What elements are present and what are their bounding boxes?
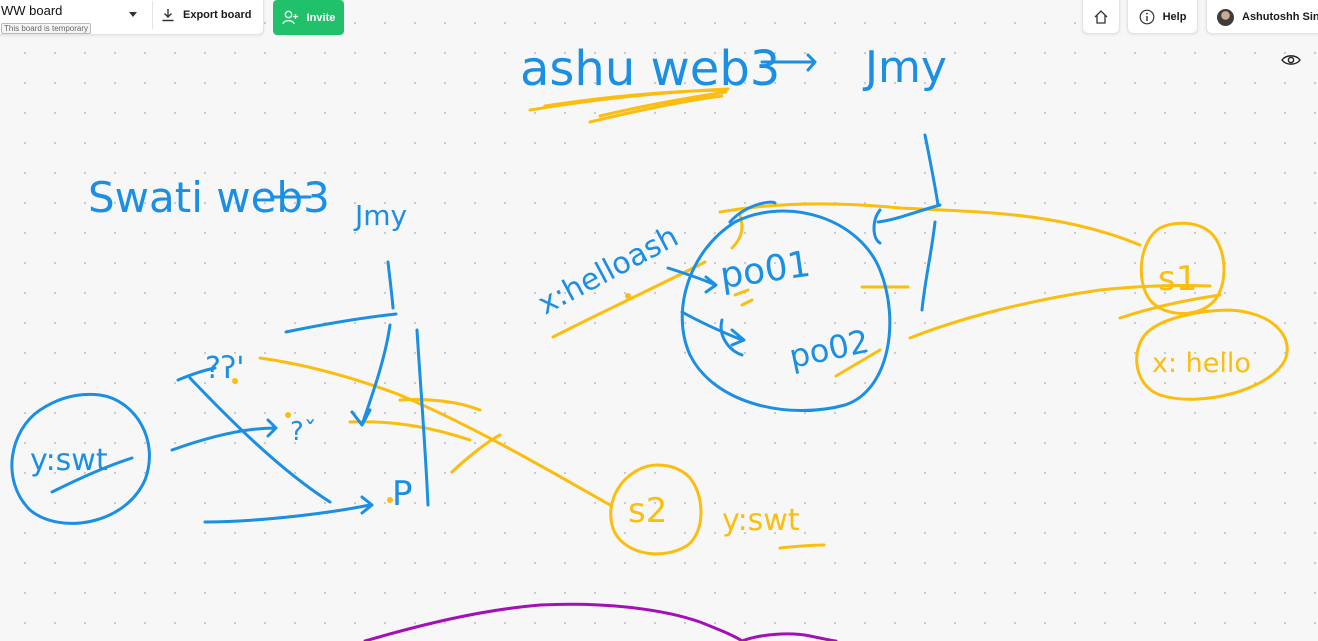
ink-label-po01: po01 bbox=[718, 244, 814, 297]
add-user-icon bbox=[281, 10, 298, 25]
ink-label-s2: s2 bbox=[628, 491, 667, 531]
board-menu-panel[interactable]: WW board This board is temporary Export … bbox=[0, 0, 264, 35]
info-icon bbox=[1139, 9, 1154, 25]
help-button[interactable]: Help bbox=[1127, 0, 1198, 34]
home-button[interactable] bbox=[1082, 0, 1120, 34]
ink-connector-stroke bbox=[450, 433, 502, 474]
user-menu-button[interactable]: Ashutoshh Singh bbox=[1206, 0, 1318, 34]
chevron-down-icon[interactable] bbox=[129, 12, 137, 17]
ink-label-jmy-left: Jmy bbox=[353, 199, 407, 232]
ink-label-ashu-web3: ashu web3 bbox=[520, 41, 780, 97]
ink-line bbox=[415, 328, 430, 507]
ink-label-q1: ?ʔ' bbox=[205, 351, 244, 386]
ink-line bbox=[203, 495, 374, 524]
ink-line bbox=[176, 366, 332, 504]
ink-connector-po02-s1 bbox=[908, 283, 1212, 340]
board-title-group[interactable]: WW board This board is temporary bbox=[1, 3, 92, 36]
ink-underline bbox=[50, 456, 134, 494]
ink-label-po02: po02 bbox=[786, 322, 873, 376]
ink-arc bbox=[719, 318, 744, 357]
ink-arc-to-s1 bbox=[718, 202, 1142, 247]
ink-purple-curve bbox=[740, 632, 838, 641]
ink-label-yswt-right: y:swt bbox=[722, 503, 800, 538]
ink-connector-stroke bbox=[258, 356, 612, 507]
board-title[interactable]: WW board bbox=[1, 3, 63, 18]
ink-underline bbox=[551, 260, 707, 339]
ink-underline bbox=[778, 543, 826, 550]
ink-label-s1: s1 bbox=[1158, 259, 1197, 299]
invite-label: Invite bbox=[306, 11, 336, 24]
ink-connector-stroke bbox=[348, 420, 472, 442]
ink-label-xhello: x: hello bbox=[1152, 348, 1251, 379]
ink-tick bbox=[733, 288, 754, 307]
ink-circle-s2 bbox=[609, 463, 703, 556]
ink-line bbox=[920, 220, 937, 312]
ink-label-xhelloash: x:helloash bbox=[532, 219, 684, 322]
ink-arc bbox=[728, 200, 777, 224]
ink-circle-yswt-left bbox=[10, 392, 151, 525]
export-board-button[interactable]: Export board bbox=[161, 5, 251, 25]
ink-line bbox=[284, 312, 398, 334]
export-board-label: Export board bbox=[183, 9, 252, 21]
download-icon bbox=[162, 9, 174, 22]
ink-label-jmy-top: Jmy bbox=[862, 42, 947, 93]
ink-circle-xhello bbox=[1135, 308, 1289, 401]
invite-button[interactable]: Invite bbox=[273, 0, 344, 35]
ink-arrow bbox=[760, 53, 817, 72]
help-label: Help bbox=[1162, 11, 1187, 23]
purple-ink-layer bbox=[363, 602, 838, 641]
ink-underline-scribble bbox=[528, 87, 730, 124]
ink-circle-pods bbox=[680, 209, 892, 412]
ink-purple-curve bbox=[363, 602, 744, 641]
ink-label-q3: P bbox=[392, 474, 413, 514]
ink-label-q2: ?ˇ bbox=[290, 417, 317, 447]
ink-arrow bbox=[170, 418, 278, 452]
ink-arrow bbox=[666, 266, 718, 294]
ink-connector-stroke bbox=[398, 398, 482, 412]
ink-tick bbox=[834, 348, 882, 378]
ink-arrow bbox=[872, 203, 942, 245]
home-icon bbox=[1094, 10, 1108, 24]
ink-stroke bbox=[1118, 293, 1222, 320]
ink-arrow bbox=[350, 323, 392, 427]
ink-circle-s1 bbox=[1139, 221, 1226, 315]
eye-icon[interactable] bbox=[1280, 52, 1302, 68]
avatar bbox=[1217, 8, 1234, 26]
ink-arrow bbox=[680, 310, 746, 347]
user-name: Ashutoshh Singh bbox=[1242, 11, 1318, 23]
blue-ink-layer: ashu web3 Jmy Swati web3 Jmy y:swt ?ʔ' ?… bbox=[10, 41, 947, 525]
ink-line bbox=[923, 133, 940, 207]
yellow-ink-layer: s2 y:swt s1 x: hello bbox=[232, 87, 1289, 556]
ink-line bbox=[386, 260, 395, 310]
divider bbox=[152, 1, 153, 29]
temporary-board-badge: This board is temporary bbox=[1, 23, 92, 34]
